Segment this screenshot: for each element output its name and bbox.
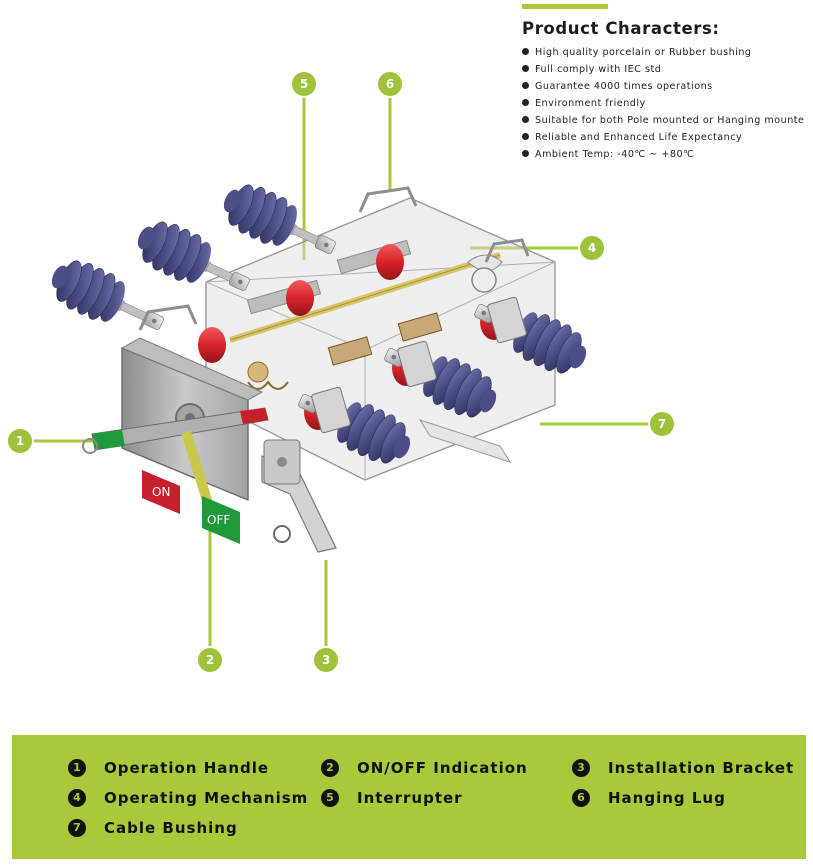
- indicator-rod: [181, 430, 215, 512]
- list-item: Guarantee 4000 times operations: [522, 78, 813, 95]
- bullet-icon: [522, 48, 529, 55]
- on-off-indicator: [142, 470, 240, 544]
- installation-bracket: [261, 439, 337, 553]
- mounting-rail: [418, 419, 512, 463]
- callout-6: 6: [378, 72, 402, 96]
- callout-4: 4: [580, 236, 604, 260]
- bullet-icon: [522, 116, 529, 123]
- callout-7: 7: [650, 412, 674, 436]
- bullet-icon: [522, 82, 529, 89]
- callout-5: 5: [292, 72, 316, 96]
- callout-3: 3: [314, 648, 338, 672]
- list-item: High quality porcelain or Rubber bushing: [522, 44, 813, 61]
- bushing-flanges: [311, 296, 527, 434]
- characters-title: Product Characters:: [522, 19, 720, 38]
- bullet-icon: [522, 133, 529, 140]
- list-item: Suitable for both Pole mounted or Hangin…: [522, 112, 813, 129]
- bullet-icon: [522, 65, 529, 72]
- hanging-lugs: [138, 186, 530, 331]
- leader-lines: [33, 84, 662, 660]
- callout-1: 1: [8, 429, 32, 453]
- vacuum-breaker-illustration: ON OFF: [33, 84, 662, 660]
- product-characters: Product Characters: High quality porcela…: [522, 4, 813, 163]
- bullet-icon: [522, 150, 529, 157]
- bullet-icon: [522, 99, 529, 106]
- list-item: Reliable and Enhanced Life Expectancy: [522, 129, 813, 146]
- operation-handle: [82, 407, 269, 454]
- characters-list: High quality porcelain or Rubber bushing…: [522, 44, 813, 163]
- on-label: ON: [152, 485, 170, 499]
- callout-2: 2: [198, 648, 222, 672]
- off-label: OFF: [207, 513, 230, 527]
- list-item: Ambient Temp: -40℃ ~ +80℃: [522, 146, 813, 163]
- list-item: Environment friendly: [522, 95, 813, 112]
- title-accent-bar: [522, 4, 608, 9]
- list-item: Full comply with IEC std: [522, 61, 813, 78]
